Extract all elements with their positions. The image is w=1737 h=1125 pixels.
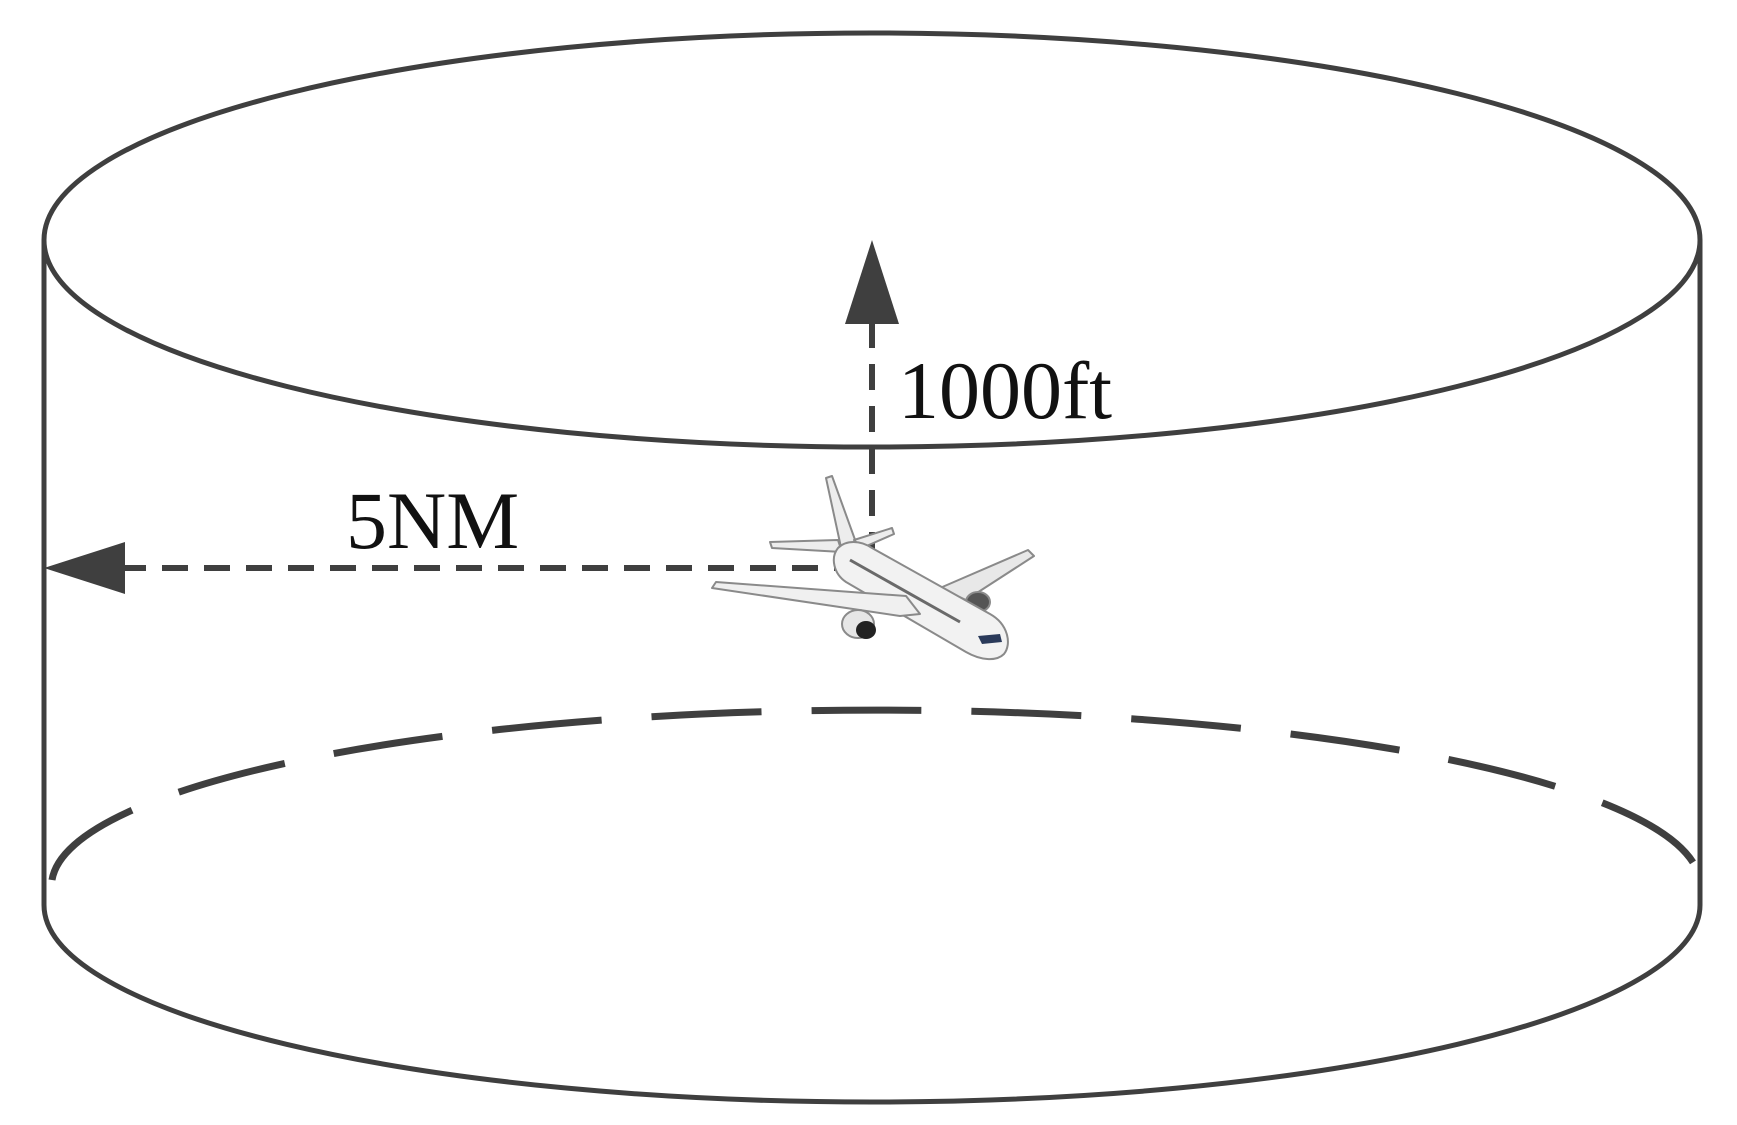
airplane-icon: [711, 475, 1035, 660]
height-label: 1000ft: [898, 345, 1112, 436]
cylinder-bottom-front-arc: [41, 904, 1703, 1105]
cylinder-bottom-back-arc: [48, 706, 1704, 893]
radius-label: 5NM: [346, 475, 519, 566]
radius-arrowhead: [44, 542, 125, 594]
height-arrowhead: [845, 240, 899, 324]
